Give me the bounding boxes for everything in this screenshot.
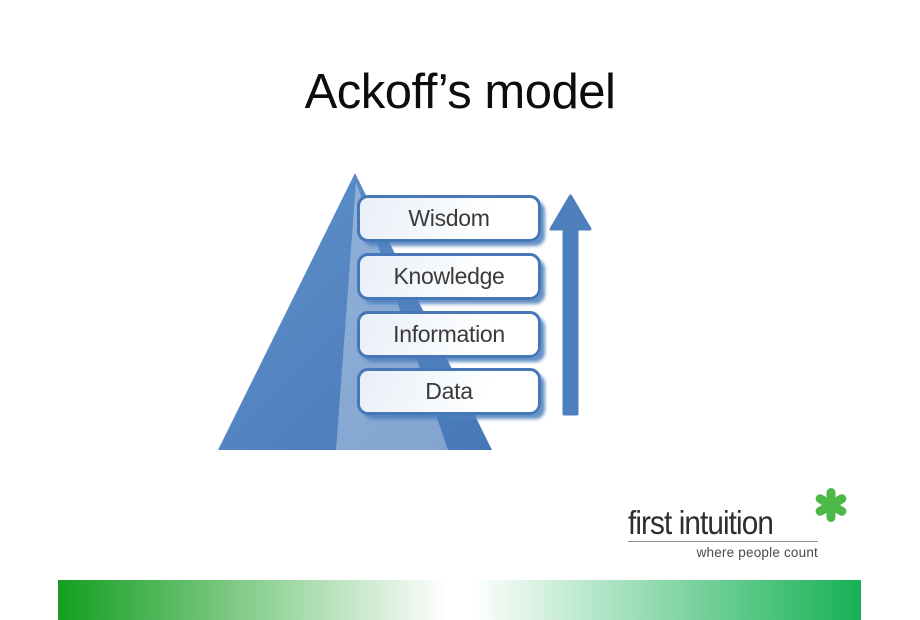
pyramid-level-knowledge: Knowledge [357, 253, 541, 300]
pyramid-level-label: Data [425, 378, 473, 404]
slide-title: Ackoff’s model [304, 65, 616, 119]
logo-name: first intuition [628, 504, 774, 541]
logo-tagline: where people count [696, 545, 818, 560]
footer-gradient-bar [58, 580, 861, 620]
pyramid-level-data: Data [357, 368, 541, 415]
pyramid-level-label: Information [393, 321, 505, 347]
pyramid-level-wisdom: Wisdom [357, 195, 541, 242]
pyramid-level-information: Information [357, 311, 541, 358]
pyramid-level-label: Knowledge [393, 263, 505, 289]
asterisk-icon [815, 488, 847, 522]
up-arrow-icon [549, 194, 592, 416]
logo-divider-line [628, 541, 818, 542]
first-intuition-logo: first intuition where people count [628, 484, 848, 568]
pyramid-level-label: Wisdom [408, 205, 490, 231]
